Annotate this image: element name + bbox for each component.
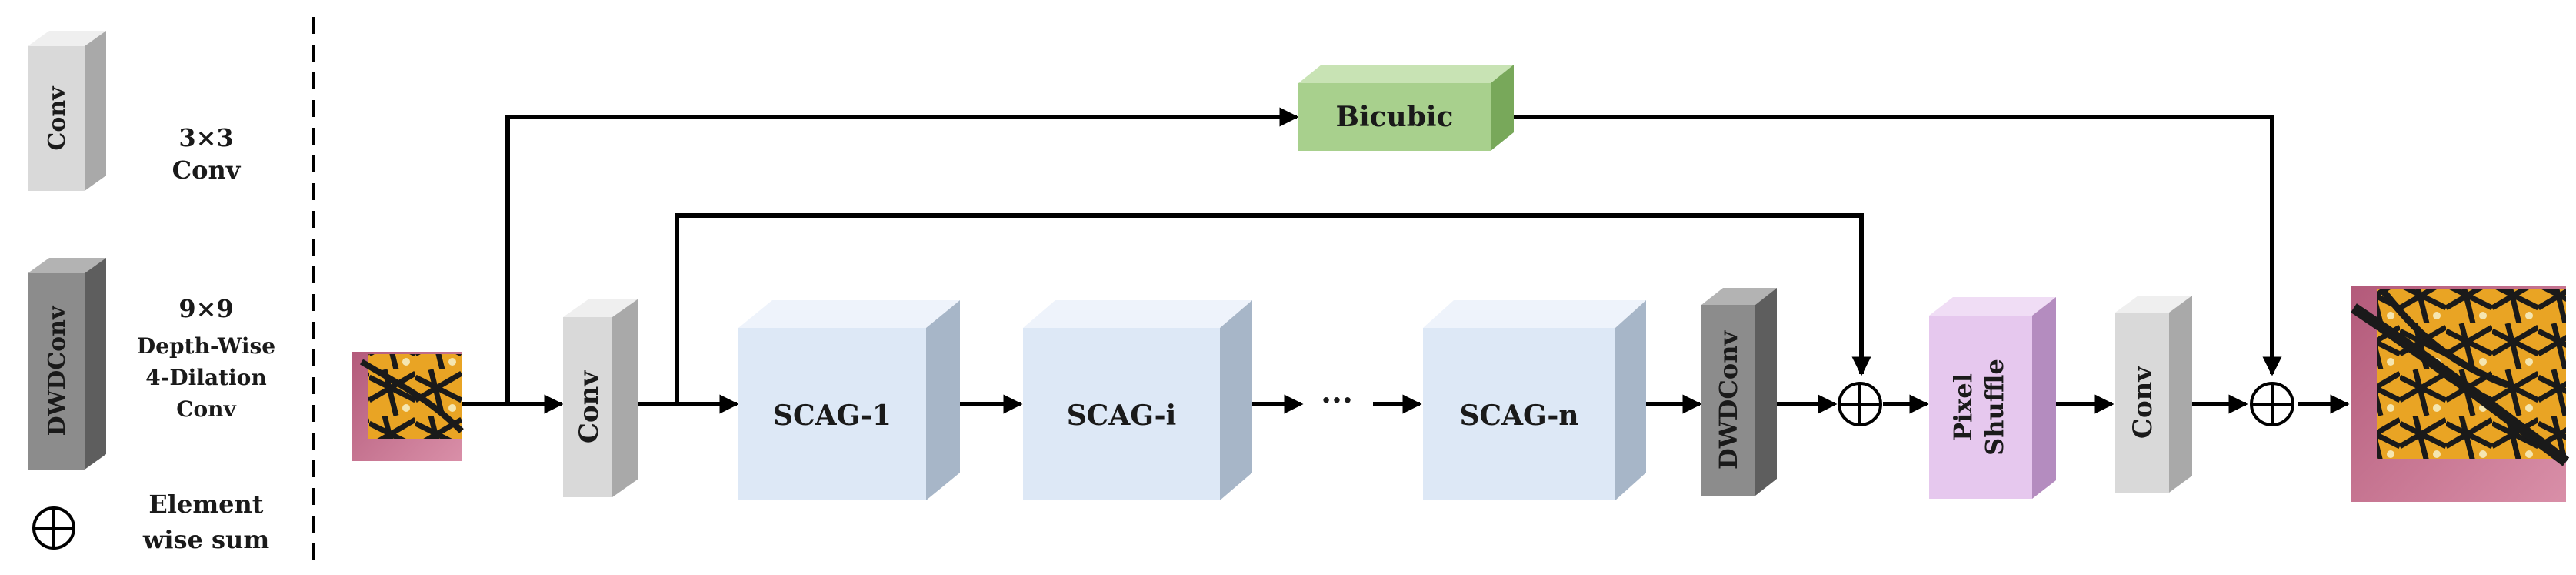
ellipsis-text: ···	[1321, 383, 1353, 419]
connections	[462, 107, 2350, 414]
legend: Conv 3×3 Conv DWDConv 9×9 Depth-Wise 4-D…	[28, 31, 275, 554]
pixel-shuffle-label-line1: Pixel	[1948, 373, 1978, 441]
legend-dwd-desc-line4: Conv	[176, 396, 236, 422]
bicubic-block-label: Bicubic	[1336, 101, 1454, 133]
butterfly-lowres-image	[352, 352, 464, 461]
dwdconv-block-label: DWDConv	[1714, 330, 1743, 470]
legend-dwd-desc-line3: 4-Dilation	[145, 365, 266, 390]
circle-plus-icon	[1838, 382, 1882, 426]
legend-circle-plus-icon	[32, 506, 75, 550]
scag-n-block-label: SCAG-n	[1459, 399, 1578, 432]
legend-conv-desc-line2: Conv	[172, 155, 242, 185]
legend-dwdconv-block-label: DWDConv	[44, 305, 71, 436]
conv-block-last-label: Conv	[2128, 366, 2158, 439]
scag-i-block-label: SCAG-i	[1067, 399, 1177, 432]
scag-n-block: SCAG-n	[1423, 300, 1646, 500]
bicubic-block: Bicubic	[1298, 65, 1514, 151]
circle-plus-icon	[2250, 382, 2294, 426]
dwdconv-block: DWDConv	[1701, 288, 1777, 496]
scag-1-block: SCAG-1	[738, 300, 960, 500]
legend-sum-desc-line1: Element	[148, 490, 263, 519]
pixel-shuffle-block: Pixel Shuffle	[1929, 297, 2056, 499]
legend-conv-block: Conv	[28, 31, 106, 191]
legend-conv-block-label: Conv	[44, 85, 71, 151]
scag-i-block: SCAG-i	[1023, 300, 1252, 500]
legend-dwd-desc-line1: 9×9	[178, 294, 233, 323]
legend-sum-desc-line2: wise sum	[142, 525, 270, 554]
legend-conv-desc-line1: 3×3	[178, 123, 233, 152]
conv-block-first-label: Conv	[574, 370, 605, 443]
conv-block-first: Conv	[563, 299, 638, 497]
legend-dwd-desc-line2: Depth-Wise	[137, 333, 275, 359]
legend-dwdconv-block: DWDConv	[28, 258, 106, 470]
scag-1-block-label: SCAG-1	[773, 399, 891, 432]
pixel-shuffle-label-line2: Shuffle	[1980, 359, 2009, 456]
conv-block-last: Conv	[2115, 296, 2192, 493]
butterfly-highres-image	[2351, 286, 2570, 502]
